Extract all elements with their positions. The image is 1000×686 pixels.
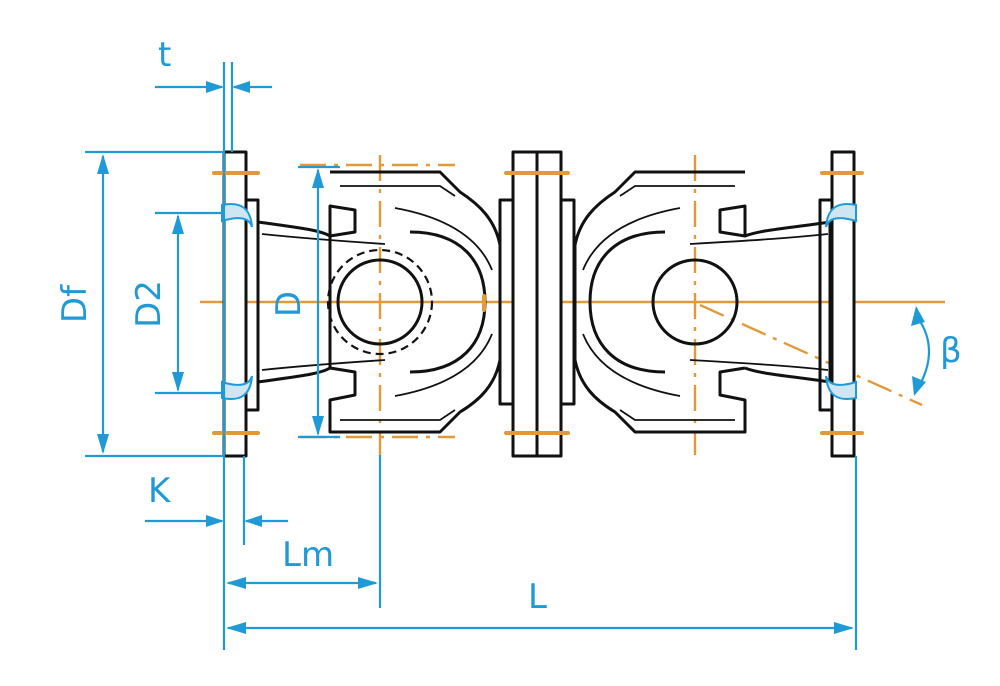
right-yoke-body bbox=[573, 170, 747, 434]
right-neck-line-bottom bbox=[689, 359, 829, 371]
right-weld-top bbox=[825, 203, 857, 228]
D2-arrowhead-top bbox=[172, 214, 184, 234]
left-cross-bore bbox=[336, 258, 424, 346]
K-arrowhead-right bbox=[244, 515, 262, 527]
right-yoke-rib-top bbox=[582, 207, 681, 271]
D-arrowhead-bottom bbox=[312, 416, 324, 436]
right-tube-neck bbox=[744, 220, 832, 384]
left-neck-line-bottom bbox=[261, 359, 386, 371]
Df-arrowhead-top bbox=[97, 154, 109, 174]
right-yoke-inner-bottom bbox=[619, 409, 735, 421]
D-arrowhead-top bbox=[312, 168, 324, 188]
center-hub-left bbox=[498, 198, 515, 406]
left-flange-plate bbox=[222, 150, 248, 458]
center-flange-right bbox=[535, 150, 563, 458]
right-yoke-ear-top bbox=[718, 204, 747, 238]
center-flange-left bbox=[511, 150, 539, 458]
left-weld-top bbox=[221, 203, 253, 228]
left-neck-line-top bbox=[261, 233, 386, 245]
t-arrowhead-left bbox=[206, 81, 224, 93]
label-Lm: Lm bbox=[282, 535, 334, 575]
t-arrowhead-right bbox=[232, 81, 250, 93]
label-D2: D2 bbox=[129, 280, 169, 328]
Lm-arrowhead-right bbox=[358, 577, 378, 589]
D2-arrowhead-bottom bbox=[172, 372, 184, 392]
left-flange-spigot bbox=[244, 198, 260, 412]
label-t: t bbox=[158, 35, 171, 75]
left-bearing-hidden bbox=[326, 248, 434, 356]
beta-arrowhead-top bbox=[911, 306, 925, 326]
right-flange-plate bbox=[830, 150, 856, 458]
left-yoke-rib-top bbox=[394, 207, 493, 271]
L-arrowhead-right bbox=[834, 622, 854, 634]
right-yoke-inner-top bbox=[619, 185, 735, 197]
left-yoke-rib-bottom bbox=[394, 333, 493, 397]
Lm-arrowhead-left bbox=[226, 577, 246, 589]
label-L: L bbox=[528, 577, 547, 617]
right-yoke bbox=[573, 170, 832, 434]
label-Df: Df bbox=[55, 284, 95, 323]
deflection-axis-centerline bbox=[699, 303, 923, 407]
left-flange bbox=[212, 150, 260, 458]
dimension-labels: t Df D2 D K Lm L β bbox=[55, 35, 962, 617]
left-weld-bottom bbox=[221, 375, 253, 400]
right-weld-bottom bbox=[825, 375, 857, 400]
beta-arc bbox=[917, 317, 930, 389]
label-beta: β bbox=[940, 331, 962, 371]
right-neck-line-top bbox=[689, 233, 829, 245]
label-K: K bbox=[148, 471, 172, 511]
right-flange-spigot bbox=[818, 198, 834, 412]
left-yoke-ear-top bbox=[328, 204, 357, 238]
Df-arrowhead-bottom bbox=[97, 434, 109, 454]
L-arrowhead-left bbox=[226, 622, 246, 634]
right-yoke-rib-bottom bbox=[582, 333, 681, 397]
K-arrowhead-left bbox=[206, 515, 224, 527]
left-yoke-inner-bottom bbox=[340, 409, 456, 421]
left-yoke-inner-top bbox=[340, 185, 456, 197]
right-yoke-arc bbox=[588, 230, 666, 374]
center-flanges bbox=[498, 150, 576, 458]
label-D: D bbox=[269, 291, 309, 317]
left-tube-neck bbox=[257, 220, 332, 384]
beta-arrowhead-bottom bbox=[912, 376, 926, 396]
dimensions bbox=[85, 62, 930, 650]
right-cross-bore bbox=[651, 258, 739, 346]
right-flange bbox=[818, 150, 864, 458]
